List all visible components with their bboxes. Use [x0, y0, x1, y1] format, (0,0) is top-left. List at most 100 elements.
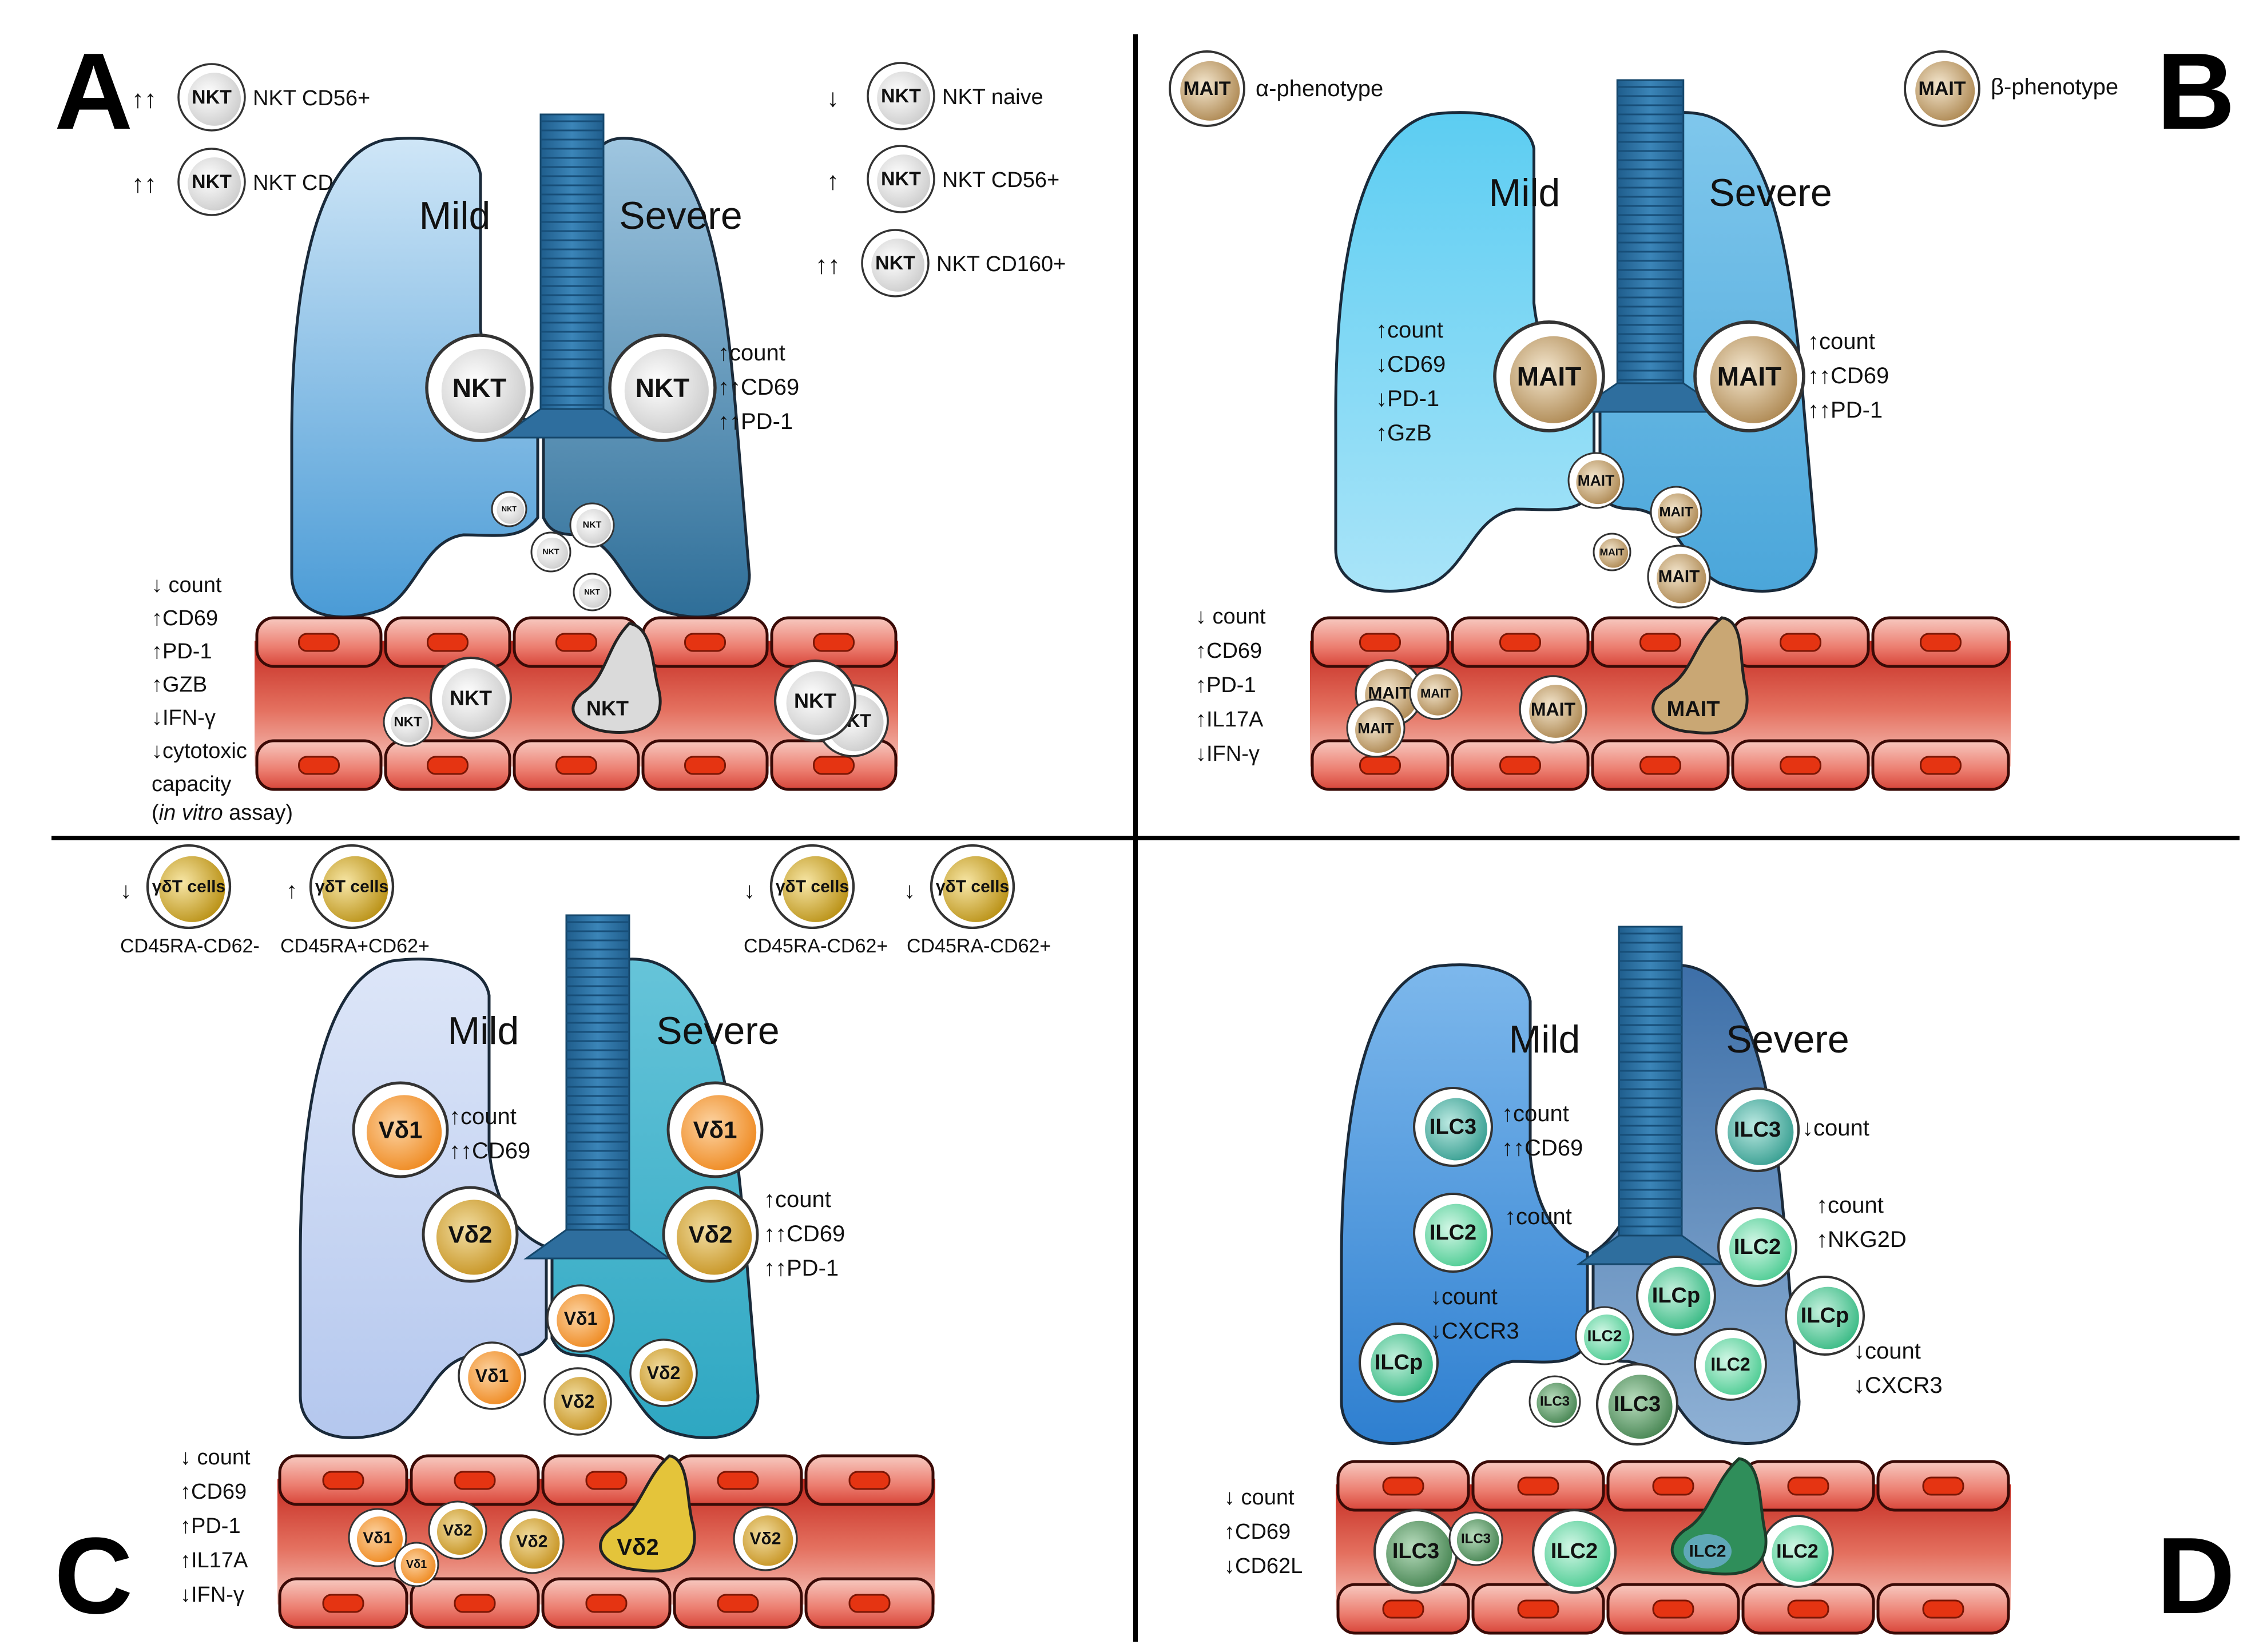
vessel-vd1-cell: Vδ1: [394, 1542, 439, 1587]
stat-line: ↓CD62L: [1224, 1554, 1303, 1578]
migrating-vd2-cell: Vδ2: [599, 1454, 696, 1572]
severe-title: Severe: [1709, 171, 1832, 215]
legend-arrow: ↓: [904, 878, 915, 903]
stat-line: ↑IL17A: [180, 1548, 248, 1572]
legend-label: CD45RA-CD62+: [907, 935, 1051, 957]
severe-ilcp-cell: ILCp: [1784, 1275, 1865, 1356]
mild-nkt-cell: NKT: [425, 333, 534, 442]
stat-line: ↑↑CD69: [718, 375, 799, 400]
severe-vd1-cell-label: Vδ1: [693, 1117, 737, 1143]
stat-line: ↑CD69: [1196, 639, 1262, 663]
trachea: [523, 914, 672, 1260]
trachea: [1572, 79, 1729, 413]
panel-letter: D: [2157, 1515, 2235, 1637]
endothelial-cell: [1731, 616, 1870, 668]
migrating-vd2-label: Vδ2: [617, 1535, 658, 1560]
mild-ilcp-cell-label: ILCp: [1375, 1351, 1423, 1375]
mild-vd1-cell-label: Vδ1: [379, 1117, 423, 1143]
endothelial-cell: [1471, 1460, 1605, 1512]
stat-line: ↓ count: [180, 1446, 251, 1470]
vessel-ilc2-cell: ILC2: [1531, 1508, 1617, 1594]
vessel-ilc2-cell-label: ILC2: [1776, 1540, 1819, 1562]
stat-line: capacity: [152, 772, 231, 796]
endothelial-cell: [384, 616, 511, 668]
small-vd1-cell: Vδ1: [458, 1341, 526, 1410]
endothelial-cell: [1591, 739, 1730, 791]
stat-line: ↑↑CD69: [1808, 363, 1889, 388]
mild-title: Mild: [419, 194, 491, 237]
migrating-ilc2-cell: ILC2: [1670, 1457, 1768, 1576]
vessel-vd2-cell-label: Vδ2: [750, 1530, 781, 1548]
endothelial-cell: [641, 739, 769, 791]
stat-line: ↑CD69: [152, 606, 218, 630]
mild-vd1-cell: Vδ1: [352, 1081, 449, 1178]
mild-title: Mild: [1489, 171, 1561, 215]
stat-line: ↑count: [449, 1104, 517, 1129]
severe-mait-cell-label: MAIT: [1717, 362, 1781, 391]
vessel-mait-cell: MAIT: [1409, 666, 1463, 720]
migrating-nkt-label: NKT: [586, 697, 629, 720]
mild-lung: [290, 137, 539, 618]
stat-line: ↑count: [1502, 1101, 1569, 1126]
stat-line: ↑↑CD69: [1502, 1135, 1583, 1161]
stat-line: ↑CD69: [1224, 1520, 1291, 1544]
endothelial-cell: [255, 739, 383, 791]
small-nkt-cell-label: NKT: [502, 505, 517, 513]
legend-nkt-cell: NKT: [177, 148, 246, 216]
stat-line: ↓count: [1430, 1284, 1498, 1309]
endothelial-cell: [278, 1577, 408, 1629]
severe-ilc3-cell-label: ILC3: [1734, 1118, 1781, 1142]
small-nkt-cell: NKT: [491, 491, 527, 527]
legend-gd-cell: γδT cells: [930, 844, 1015, 930]
endothelial-cell: [513, 739, 640, 791]
small-nkt-cell: NKT: [573, 573, 612, 611]
stat-line: ↓PD-1: [1376, 386, 1439, 411]
vessel-ilc3-cell-label: ILC3: [1392, 1539, 1439, 1563]
small-ilc3-cell-label: ILC3: [1540, 1394, 1570, 1409]
severe-vd2-cell: Vδ2: [662, 1186, 759, 1283]
small-ilcp-cell: ILCp: [1635, 1255, 1717, 1336]
stat-line: ↑count: [1376, 317, 1443, 343]
panel-letter: B: [2157, 31, 2235, 152]
legend-gd-cell: γδT cells: [769, 844, 855, 930]
vessel-vd2-cell: Vδ2: [733, 1506, 798, 1571]
stat-line: ↑↑PD-1: [718, 409, 793, 434]
small-vd2-cell: Vδ2: [629, 1339, 698, 1407]
stat-line: ↑CD69: [180, 1480, 247, 1504]
small-nkt-cell-label: NKT: [542, 547, 559, 557]
endothelial-cell: [1451, 739, 1590, 791]
endothelial-cell: [1336, 1460, 1470, 1512]
small-mait-cell: MAIT: [1647, 545, 1711, 609]
endothelial-cell: [384, 739, 511, 791]
stat-line: ↓IFN-γ: [1196, 742, 1260, 766]
migrating-mait-cell: MAIT: [1651, 616, 1749, 734]
stat-line: ↑NKG2D: [1816, 1227, 1907, 1252]
mild-mait-cell-label: MAIT: [1517, 362, 1581, 391]
stat-line: ↑count: [1504, 1204, 1572, 1229]
endothelial-cell: [1871, 616, 2010, 668]
mild-ilcp-cell: ILCp: [1358, 1322, 1439, 1403]
severe-title: Severe: [656, 1009, 779, 1053]
severe-nkt-cell: NKT: [608, 333, 717, 442]
legend-nkt-cell-label: NKT: [881, 168, 921, 190]
vessel-vd2-cell-label: Vδ2: [443, 1522, 472, 1539]
small-mait-cell-label: MAIT: [1659, 505, 1693, 520]
legend-label: CD45RA-CD62+: [744, 935, 888, 957]
endothelial-cell: [1606, 1460, 1740, 1512]
stat-line: ↑↑PD-1: [764, 1256, 839, 1281]
mild-ilc3-cell: ILC3: [1412, 1086, 1494, 1167]
small-vd2-cell-label: Vδ2: [561, 1391, 595, 1412]
vessel-vd2-cell: Vδ2: [499, 1509, 565, 1574]
endothelial-cell: [513, 616, 640, 668]
vessel-nkt-cell-label: NKT: [794, 689, 836, 713]
stat-line: ↑count: [718, 340, 785, 366]
endothelial-cell: [1871, 739, 2010, 791]
small-mait-cell-label: MAIT: [1600, 546, 1625, 558]
vessel-nkt-cell-label: NKT: [394, 714, 422, 730]
